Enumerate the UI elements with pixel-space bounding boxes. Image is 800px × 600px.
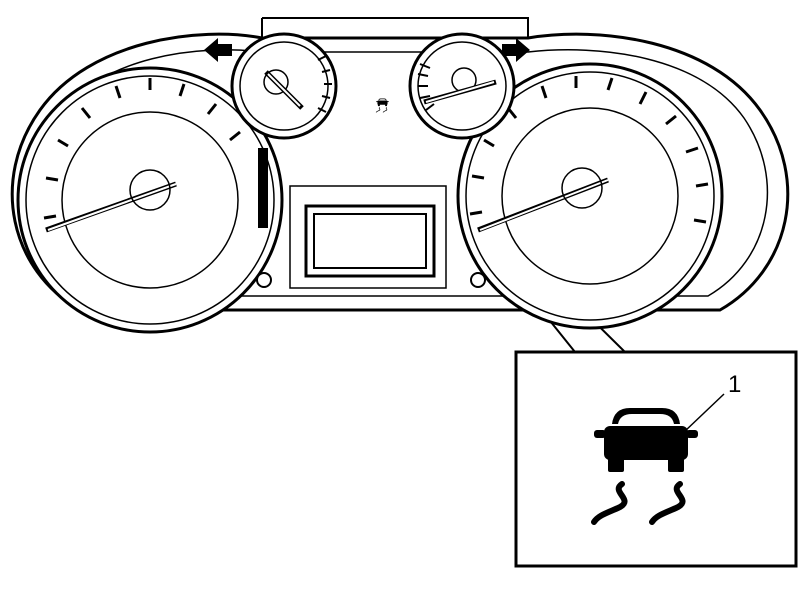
right-small-gauge: [408, 32, 516, 140]
enlarged-lamp-box: [514, 350, 798, 568]
turn-signal-left-arrow-icon: [204, 38, 232, 62]
left-small-gauge: [230, 32, 338, 140]
callout-number-1: 1: [728, 371, 741, 398]
center-display: [304, 204, 436, 278]
right-main-gauge: [456, 62, 724, 330]
left-main-gauge: [16, 66, 284, 334]
callout-line-1: [683, 393, 725, 433]
turn-signal-right-arrow-icon: [502, 38, 530, 62]
